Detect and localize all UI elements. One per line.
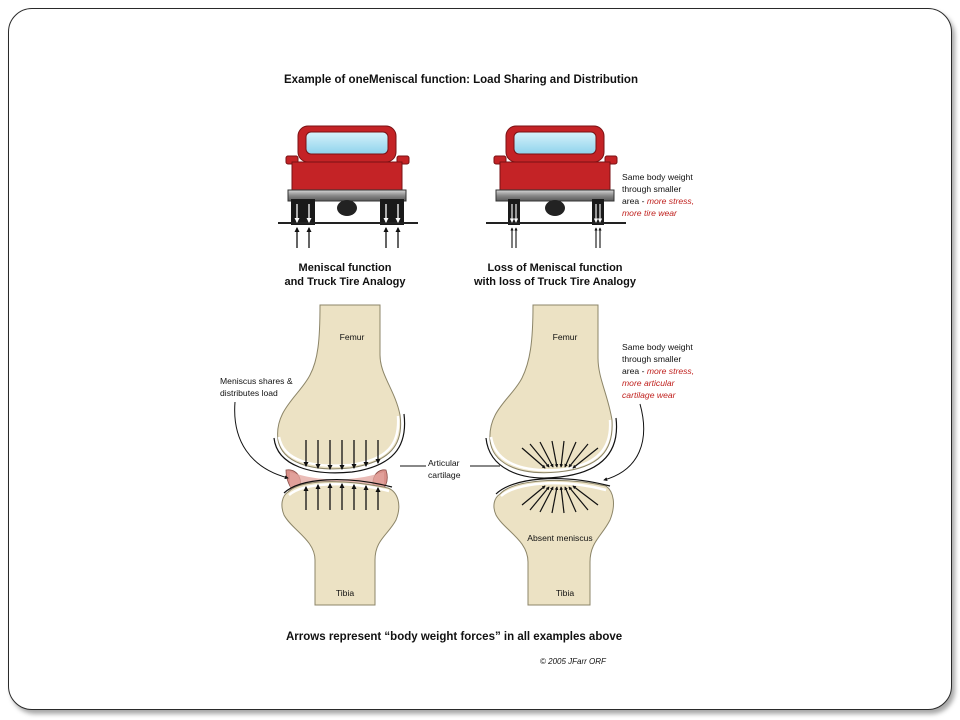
right-femur-label: Femur — [553, 332, 578, 342]
right-knee-note-line2: through smaller — [622, 354, 681, 364]
right-knee-note-line4: more articular — [622, 378, 676, 388]
absent-meniscus-pointer-arrow — [603, 403, 645, 482]
right-knee-note-line1: Same body weight — [622, 342, 693, 352]
right-knee-note-line5: cartilage wear — [622, 390, 677, 400]
meniscus-note-line1: Meniscus shares & — [220, 376, 293, 386]
truck-left-caption-1: Meniscal function — [299, 262, 392, 274]
truck-left-caption-2: and Truck Tire Analogy — [284, 276, 406, 288]
meniscus-note-line2: distributes load — [220, 388, 278, 398]
articular-label-line2: cartilage — [428, 470, 461, 480]
truck-left — [278, 125, 418, 248]
articular-label-line1: Articular — [428, 458, 460, 468]
absent-meniscus-label: Absent meniscus — [527, 533, 592, 543]
knee-left — [273, 304, 406, 606]
copyright-text: © 2005 JFarr ORF — [540, 657, 607, 666]
truck-right — [486, 125, 626, 248]
truck-right-caption-2: with loss of Truck Tire Analogy — [473, 276, 637, 288]
slide-frame — [8, 8, 952, 710]
truck-note-line3: area - more stress, — [622, 196, 694, 206]
right-tibia-label: Tibia — [556, 588, 575, 598]
meniscus-pointer-arrow — [234, 401, 289, 480]
right-knee-note-line3: area - more stress, — [622, 366, 694, 376]
knee-right — [485, 304, 618, 606]
left-femur-label: Femur — [340, 332, 365, 342]
truck-note-line4: more tire wear — [622, 208, 678, 218]
truck-note-line2: through smaller — [622, 184, 681, 194]
left-tibia-label: Tibia — [336, 588, 355, 598]
truck-right-caption-1: Loss of Meniscal function — [487, 262, 622, 274]
figure-title: Example of oneMeniscal function: Load Sh… — [284, 74, 638, 86]
footer-caption: Arrows represent “body weight forces” in… — [286, 631, 622, 643]
truck-note-line1: Same body weight — [622, 172, 693, 182]
